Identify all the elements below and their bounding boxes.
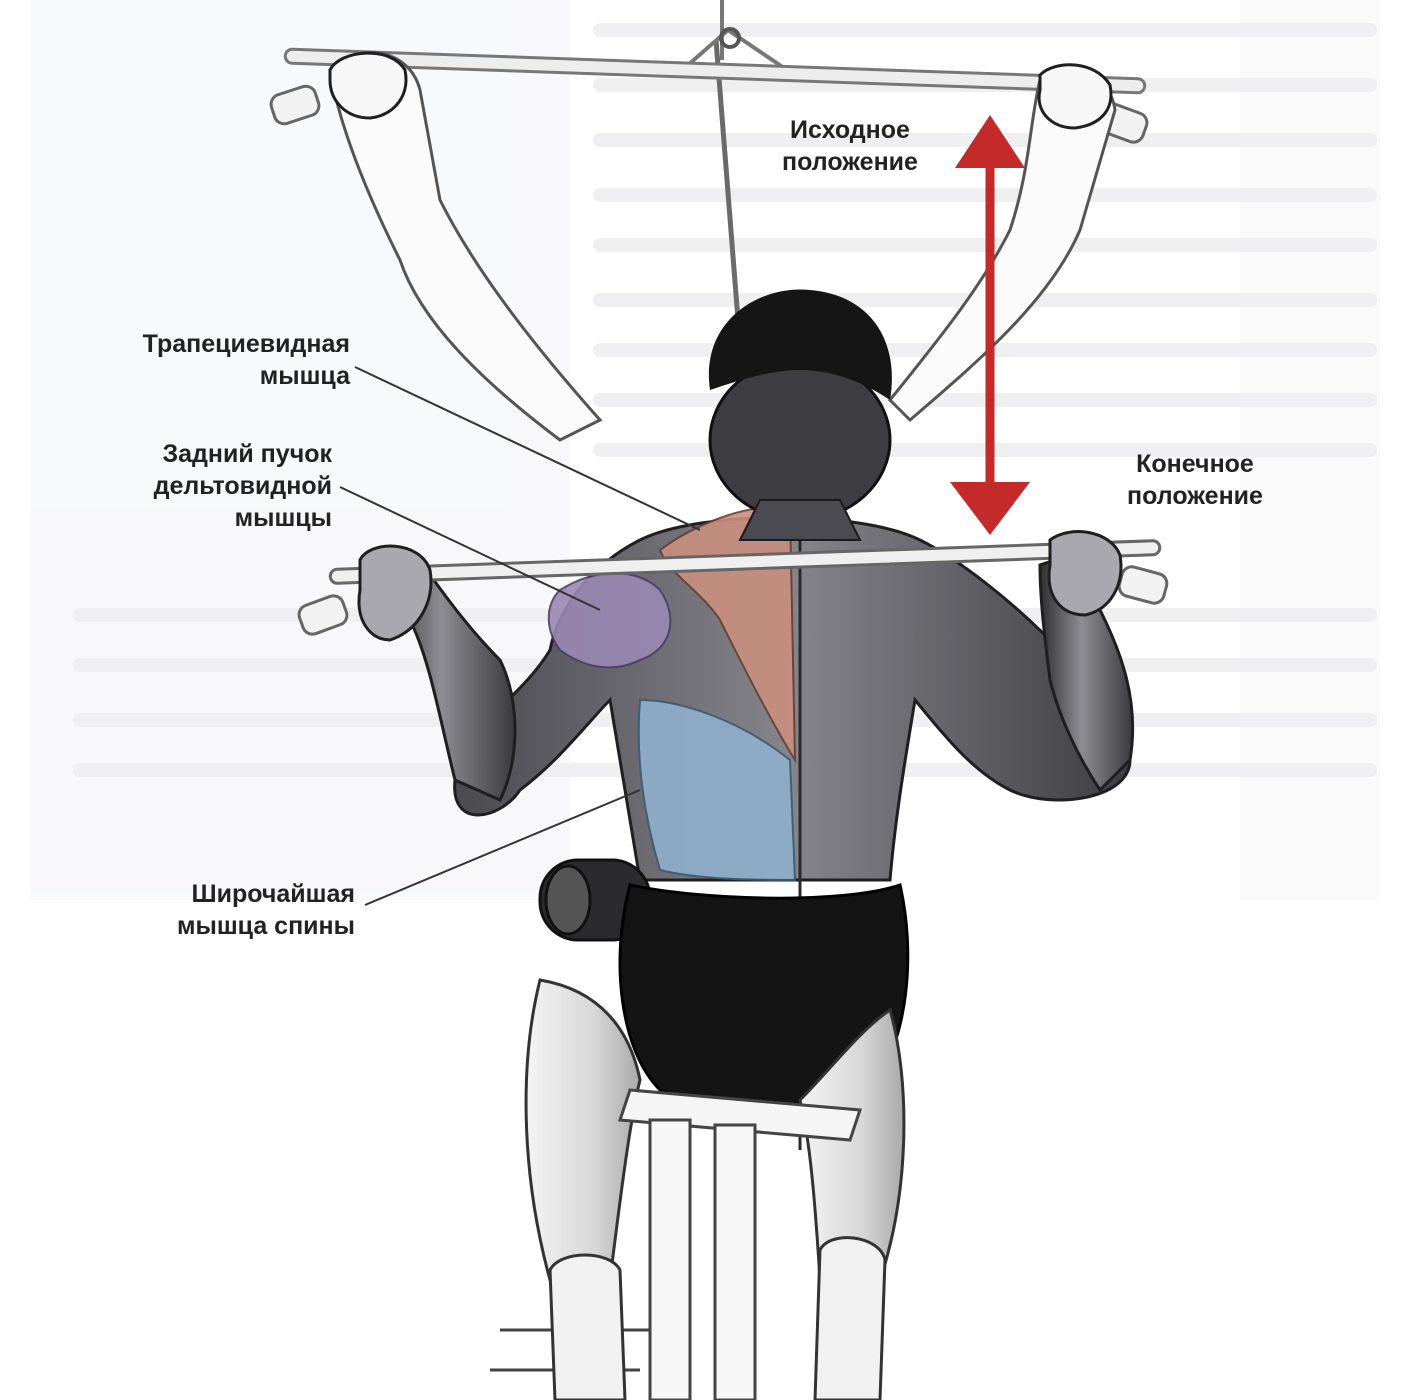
label-latissimus: Широчайшая мышца спины — [140, 878, 355, 942]
bar-start-position — [269, 47, 1149, 144]
rear-delt-muscle — [547, 572, 672, 669]
label-latissimus-line2: мышца спины — [176, 912, 355, 940]
cable-machine — [678, 0, 792, 321]
label-rear-delt: Задний пучок дельтовидной мышцы — [100, 438, 332, 534]
label-trapezius-line1: Трапециевидная — [142, 330, 350, 358]
head — [708, 289, 892, 541]
bar-end-position — [297, 539, 1169, 636]
label-trapezius: Трапециевидная мышца — [100, 328, 350, 392]
label-rear-delt-line3: мышцы — [234, 504, 332, 532]
label-start-position-line1: Исходное — [790, 116, 910, 144]
label-end-position-line2: положение — [1127, 482, 1263, 510]
hands — [328, 51, 1123, 642]
legs — [524, 978, 906, 1282]
label-trapezius-line2: мышца — [259, 362, 350, 390]
latissimus-muscle — [637, 698, 797, 882]
ghost-arms-start — [328, 51, 1117, 442]
range-of-motion-arrow — [950, 115, 1030, 535]
label-rear-delt-line2: дельтовидной — [153, 472, 332, 500]
bench-seat — [490, 1088, 863, 1400]
label-end-position: Конечное положение — [1090, 448, 1300, 512]
leader-latissimus — [364, 789, 641, 906]
label-rear-delt-line1: Задний пучок — [162, 440, 332, 468]
label-leader-lines — [339, 366, 701, 906]
leader-rear-delt — [339, 486, 601, 611]
label-start-position: Исходное положение — [750, 114, 950, 178]
label-end-position-line1: Конечное — [1136, 450, 1254, 478]
shoes — [548, 1236, 887, 1400]
leader-trapezius — [354, 366, 701, 531]
label-start-position-line2: положение — [782, 148, 918, 176]
label-latissimus-line1: Широчайшая — [191, 880, 355, 908]
